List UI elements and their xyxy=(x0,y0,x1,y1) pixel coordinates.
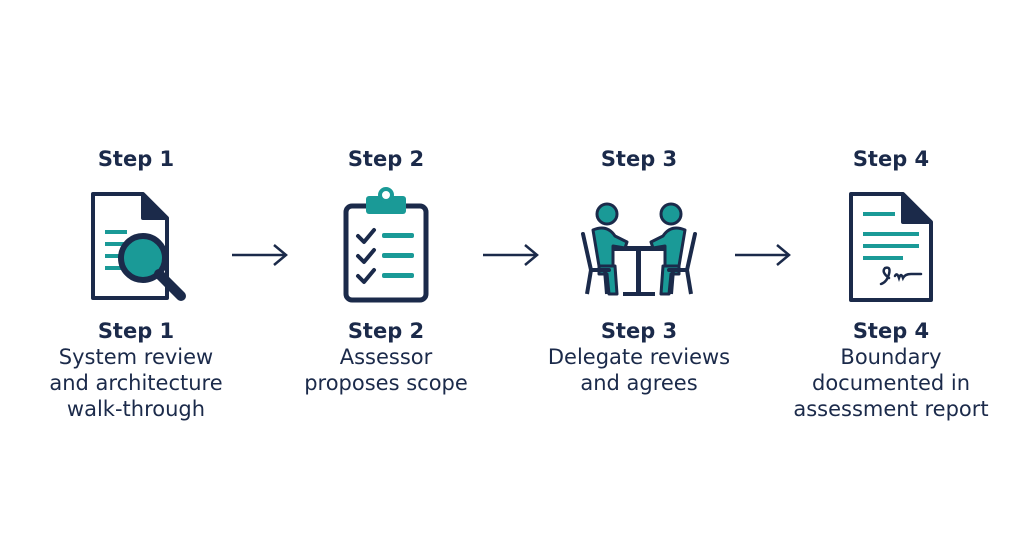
step-description: Assessor proposes scope xyxy=(304,345,468,395)
step-label: Step 1 xyxy=(97,319,175,343)
step-heading: Step 1 xyxy=(97,147,175,171)
step-label: Step 3 xyxy=(600,319,678,343)
arrow-right-icon xyxy=(735,244,791,266)
step-description: Delegate reviews and agrees xyxy=(547,345,731,395)
step-description: System review and architecture walk-thro… xyxy=(49,345,223,421)
step-description: Boundary documented in assessment report xyxy=(793,345,989,421)
arrow-right-icon xyxy=(483,244,539,266)
signed-document-icon xyxy=(849,192,933,302)
step-heading: Step 4 xyxy=(852,147,930,171)
step-label: Step 4 xyxy=(852,319,930,343)
clipboard-checklist-icon xyxy=(343,187,429,303)
step-heading: Step 2 xyxy=(347,147,425,171)
arrow-right-icon xyxy=(232,244,288,266)
document-magnifier-icon xyxy=(91,192,186,301)
step-label: Step 2 xyxy=(347,319,425,343)
step-heading: Step 3 xyxy=(600,147,678,171)
meeting-table-icon xyxy=(581,202,697,296)
